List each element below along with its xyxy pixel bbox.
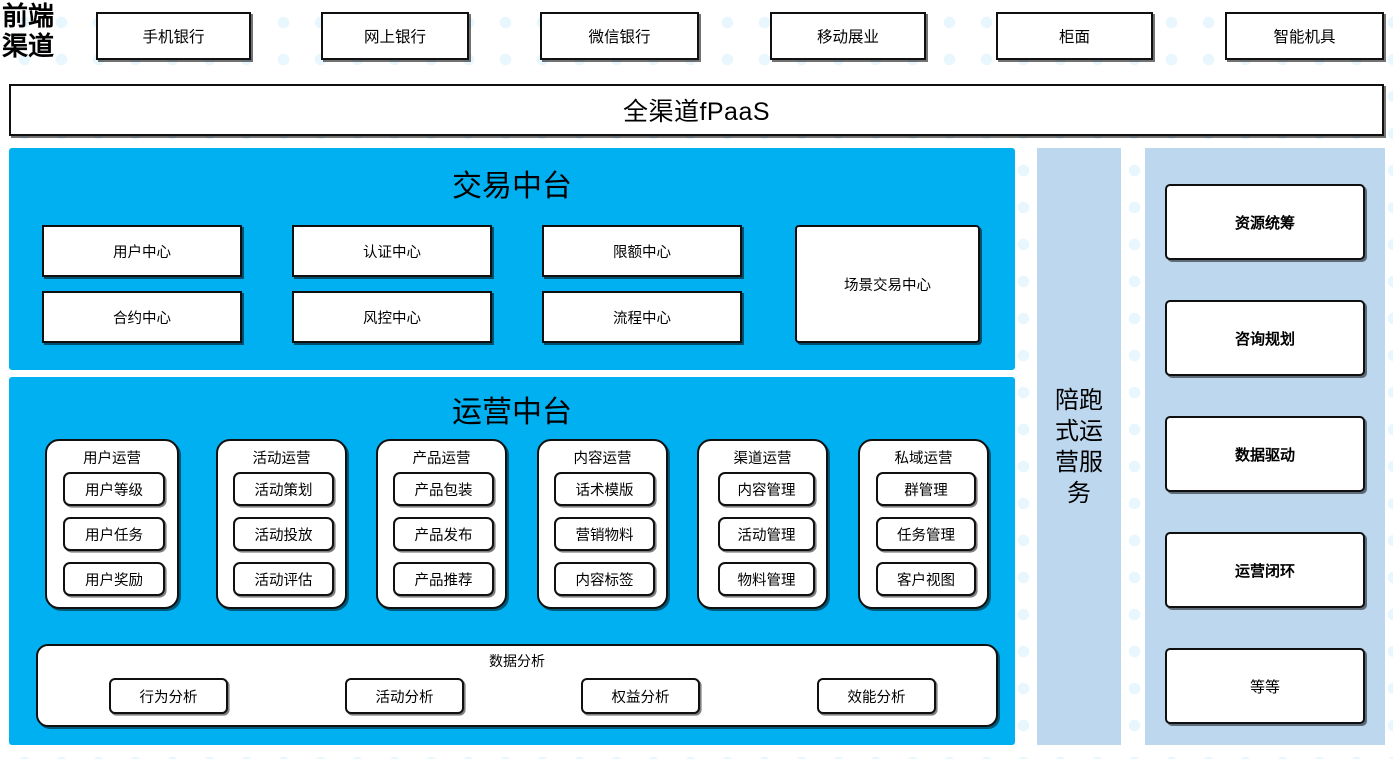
front-channel-label-line1: 前端 xyxy=(2,2,55,31)
channel-box-wechat-bank[interactable]: 微信银行 xyxy=(540,12,699,60)
trade-center-process[interactable]: 流程中心 xyxy=(542,291,742,343)
ops-group-item[interactable]: 话术模版 xyxy=(554,472,655,506)
ops-group-item[interactable]: 用户等级 xyxy=(63,472,165,506)
ops-group-item[interactable]: 营销物料 xyxy=(554,517,655,551)
ops-group-item[interactable]: 活动策划 xyxy=(233,472,334,506)
channel-box-online-bank[interactable]: 网上银行 xyxy=(321,12,469,60)
ops-group-item[interactable]: 产品包装 xyxy=(393,472,494,506)
trade-center-scene[interactable]: 场景交易中心 xyxy=(795,225,980,343)
trade-platform-title: 交易中台 xyxy=(452,170,572,203)
ops-group-item[interactable]: 活动投放 xyxy=(233,517,334,551)
ops-group-item[interactable]: 物料管理 xyxy=(718,562,815,596)
channel-box-mobile-business[interactable]: 移动展业 xyxy=(770,12,926,60)
trade-center-limit[interactable]: 限额中心 xyxy=(542,225,742,277)
data-analysis-title: 数据分析 xyxy=(489,653,545,669)
ops-group-item[interactable]: 活动管理 xyxy=(718,517,815,551)
ops-group-content: 内容运营 话术模版 营销物料 内容标签 xyxy=(537,439,668,609)
trade-center-auth[interactable]: 认证中心 xyxy=(292,225,492,277)
ops-group-item[interactable]: 内容标签 xyxy=(554,562,655,596)
fpaas-bar[interactable]: 全渠道fPaaS xyxy=(9,84,1384,136)
accompanying-operation-service-strip: 陪跑式运营服务 xyxy=(1037,148,1121,745)
ops-group-title: 私域运营 xyxy=(894,451,953,467)
data-analysis-panel: 数据分析 行为分析 活动分析 权益分析 效能分析 xyxy=(36,644,998,727)
channel-box-counter[interactable]: 柜面 xyxy=(996,12,1153,60)
analysis-item-efficiency[interactable]: 效能分析 xyxy=(817,678,936,714)
ops-group-title: 产品运营 xyxy=(412,451,471,467)
channel-box-mobile-bank[interactable]: 手机银行 xyxy=(96,12,251,60)
ops-group-item[interactable]: 产品推荐 xyxy=(393,562,494,596)
front-channel-label: 前端 渠道 xyxy=(2,2,80,66)
analysis-item-behavior[interactable]: 行为分析 xyxy=(109,678,228,714)
ops-group-title: 渠道运营 xyxy=(733,451,792,467)
capability-card-etc[interactable]: 等等 xyxy=(1165,648,1365,724)
ops-group-item[interactable]: 任务管理 xyxy=(876,517,976,551)
ops-group-item[interactable]: 用户奖励 xyxy=(63,562,165,596)
ops-group-title: 活动运营 xyxy=(252,451,311,467)
trade-center-risk[interactable]: 风控中心 xyxy=(292,291,492,343)
front-channel-label-line2: 渠道 xyxy=(2,32,55,61)
ops-group-product: 产品运营 产品包装 产品发布 产品推荐 xyxy=(376,439,507,609)
ops-platform-title: 运营中台 xyxy=(452,396,572,429)
capability-panel: 资源统筹 咨询规划 数据驱动 运营闭环 等等 xyxy=(1145,148,1385,745)
ops-group-title: 用户运营 xyxy=(83,451,141,467)
ops-group-user: 用户运营 用户等级 用户任务 用户奖励 xyxy=(45,439,179,609)
capability-card-ops-loop[interactable]: 运营闭环 xyxy=(1165,532,1365,608)
analysis-item-activity[interactable]: 活动分析 xyxy=(345,678,464,714)
ops-group-title: 内容运营 xyxy=(573,451,632,467)
ops-group-activity: 活动运营 活动策划 活动投放 活动评估 xyxy=(216,439,347,609)
ops-group-item[interactable]: 用户任务 xyxy=(63,517,165,551)
ops-group-channel: 渠道运营 内容管理 活动管理 物料管理 xyxy=(697,439,828,609)
capability-card-consulting[interactable]: 咨询规划 xyxy=(1165,300,1365,376)
ops-group-item[interactable]: 内容管理 xyxy=(718,472,815,506)
channel-box-smart-machine[interactable]: 智能机具 xyxy=(1225,12,1384,60)
ops-group-item[interactable]: 活动评估 xyxy=(233,562,334,596)
ops-group-item[interactable]: 客户视图 xyxy=(876,562,976,596)
capability-card-resource[interactable]: 资源统筹 xyxy=(1165,184,1365,260)
trade-center-user[interactable]: 用户中心 xyxy=(42,225,242,277)
analysis-item-benefit[interactable]: 权益分析 xyxy=(581,678,700,714)
ops-group-item[interactable]: 群管理 xyxy=(876,472,976,506)
capability-card-data-driven[interactable]: 数据驱动 xyxy=(1165,416,1365,492)
ops-group-private-domain: 私域运营 群管理 任务管理 客户视图 xyxy=(858,439,989,609)
ops-group-item[interactable]: 产品发布 xyxy=(393,517,494,551)
trade-center-contract[interactable]: 合约中心 xyxy=(42,291,242,343)
service-strip-label: 陪跑式运营服务 xyxy=(1055,386,1103,507)
trade-platform-panel: 交易中台 用户中心 认证中心 限额中心 合约中心 风控中心 流程中心 场景交易中… xyxy=(9,148,1015,370)
